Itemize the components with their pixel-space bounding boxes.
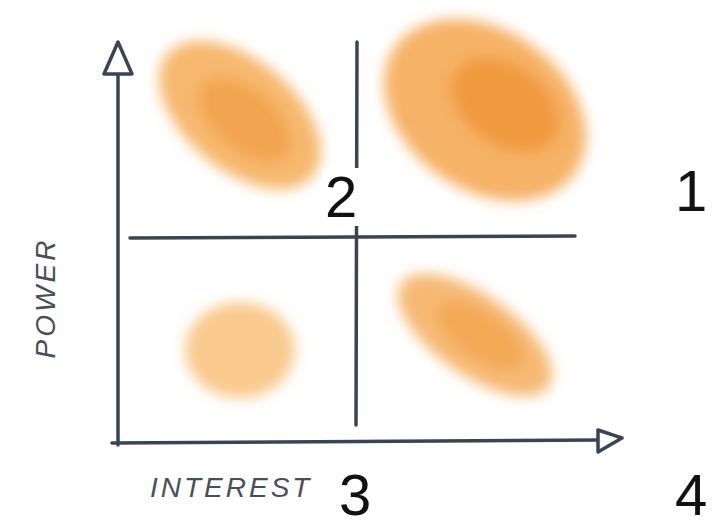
axis-label: POWER [32,238,60,359]
quadrant-number: 4 [672,466,710,524]
quadrant-number: 1 [672,162,710,220]
quadrant-blobs [132,0,621,419]
quadrant-number: 2 [322,168,360,226]
axes [104,42,622,452]
axis-label: INTEREST [150,474,312,502]
quadrant-number: 3 [336,466,374,524]
